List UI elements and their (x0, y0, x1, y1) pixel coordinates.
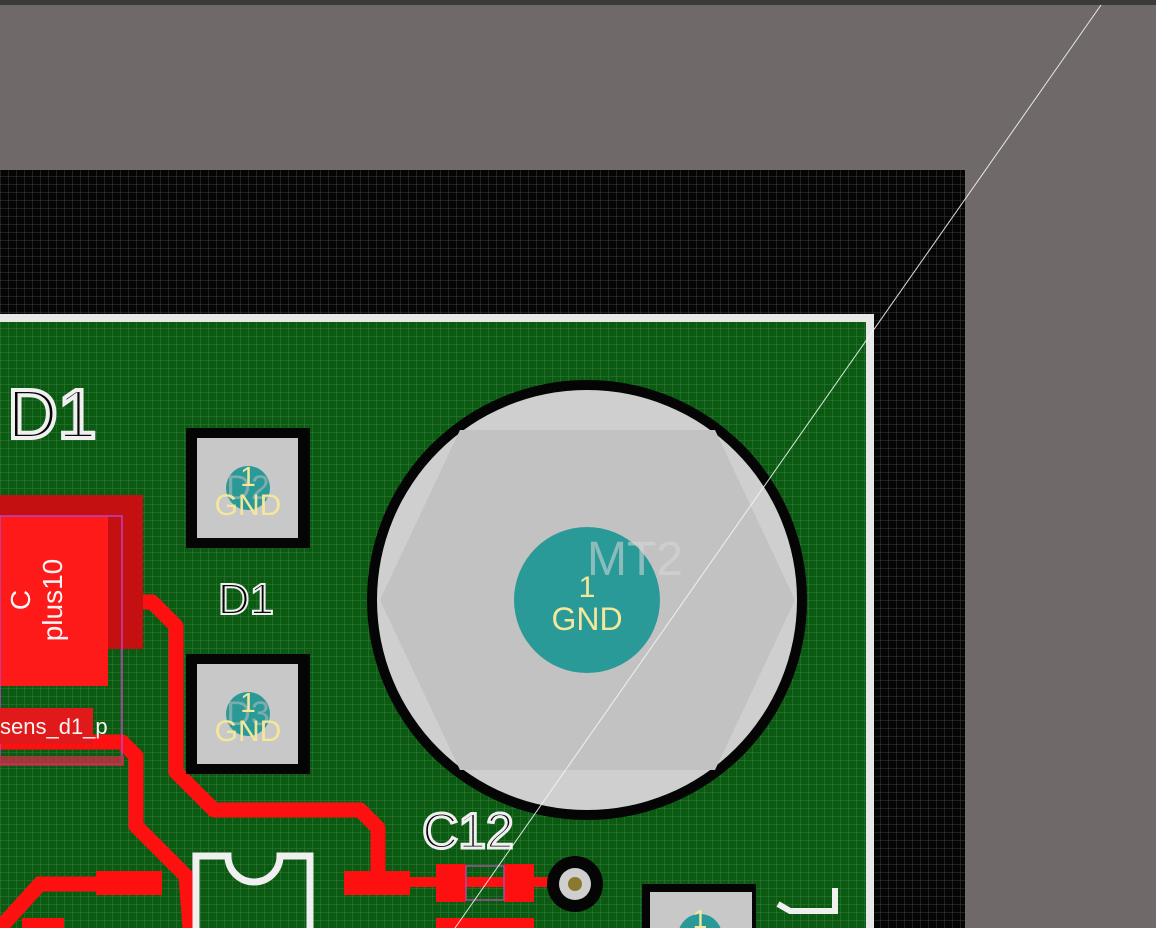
d2-pad-number: 1 (240, 461, 256, 492)
mt2-ref-label: MT2 (587, 533, 683, 586)
c12-pad-2[interactable] (504, 864, 534, 902)
via-drill (568, 877, 582, 891)
smd-pad-mid[interactable] (344, 871, 410, 895)
ruler-line[interactable] (454, 4, 1102, 928)
smd-pad-lower[interactable] (22, 918, 64, 928)
mt2-pad-number: 1 (579, 571, 596, 604)
ic-silk-outline (192, 852, 314, 928)
c12-pads-lower[interactable] (436, 918, 534, 928)
c12-body (465, 865, 505, 901)
d3-via[interactable] (226, 692, 270, 736)
silk-ref-c12: C12 (422, 803, 514, 859)
d2-pad-net: GND (215, 489, 282, 522)
net-label-c: C (5, 590, 36, 610)
d3-pad-number: 1 (240, 687, 256, 718)
trace-plus10[interactable] (0, 594, 386, 882)
d3-ref-label: D3 (226, 695, 269, 733)
sens-strip (0, 756, 124, 766)
trace-lower[interactable] (0, 876, 110, 928)
title-strip (0, 0, 1156, 5)
net-label-sens: sens_d1_p (0, 714, 108, 739)
trace-sens[interactable] (0, 734, 198, 928)
pin1-marker-icon (776, 888, 838, 914)
board-outline[interactable] (0, 314, 874, 928)
silk-ref-d1-small: D1 (218, 575, 274, 624)
mt2-pad[interactable] (514, 527, 660, 673)
smd-pad-left[interactable] (96, 871, 162, 895)
silk-ref-d1: D1 (7, 375, 96, 453)
c12-pad-1[interactable] (436, 864, 466, 902)
net-block[interactable] (0, 516, 108, 686)
d2-ref-label: D2 (226, 469, 269, 507)
mt2-pad-net: GND (551, 601, 622, 637)
net-label-plus10: plus10 (37, 559, 68, 642)
d3-pad-net: GND (215, 715, 282, 748)
d2-via[interactable] (226, 466, 270, 510)
br-pad-number: 1 (693, 904, 707, 928)
br-via[interactable] (678, 914, 722, 928)
sens-label-bg (0, 708, 93, 744)
